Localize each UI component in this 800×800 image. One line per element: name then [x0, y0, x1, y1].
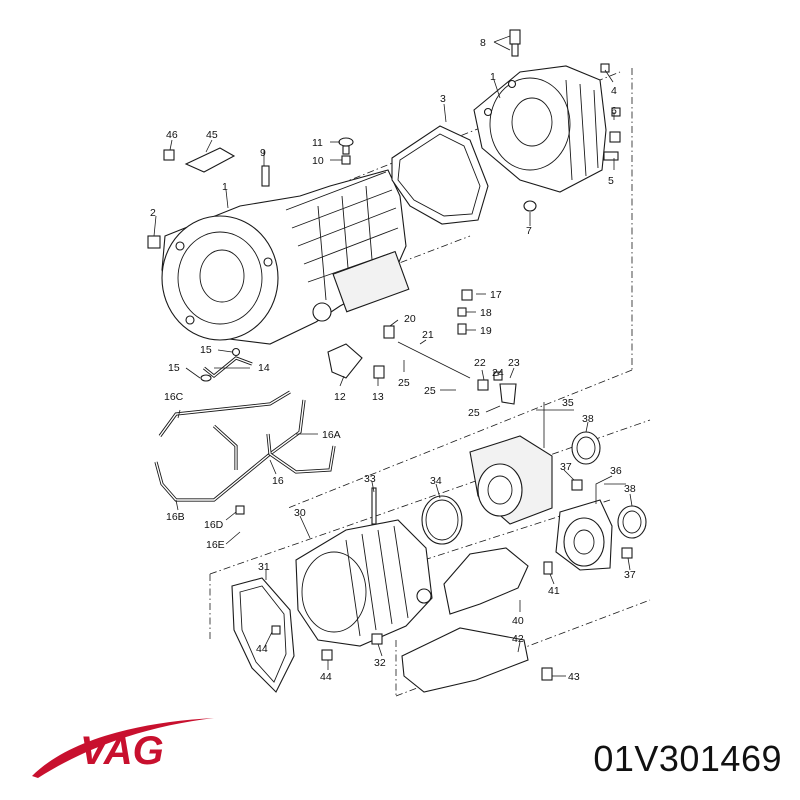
- callout-12: 12: [334, 391, 346, 403]
- rear-housing: [473, 65, 607, 193]
- exploded-parts-diagram: 8 1 4 3 6 5 7 46 45 9 11 10 1 2 15 15 14…: [147, 29, 651, 697]
- callout-37-upper: 37: [560, 461, 572, 473]
- callout-15-upper: 15: [200, 344, 212, 356]
- callout-5: 5: [608, 175, 614, 187]
- callout-6: 6: [611, 105, 617, 117]
- callout-25-c: 25: [468, 407, 480, 419]
- callout-18: 18: [480, 307, 492, 319]
- flange-housing-36: [555, 499, 613, 571]
- gasket-3: [391, 125, 489, 225]
- logo-wordmark: VAG: [80, 729, 164, 773]
- part-number: 01V301469: [593, 738, 782, 779]
- callout-4: 4: [611, 85, 617, 97]
- cooler-pipes: [154, 356, 336, 502]
- callout-1-rear: 1: [490, 71, 496, 83]
- leader-lines: [153, 35, 633, 677]
- callout-46: 46: [166, 129, 178, 141]
- callout-7: 7: [526, 225, 532, 237]
- callout-16a: 16A: [322, 429, 341, 441]
- callout-11: 11: [312, 137, 323, 149]
- callout-25-a: 25: [398, 377, 410, 389]
- callout-30: 30: [294, 507, 306, 519]
- callout-44-bottom: 44: [320, 671, 332, 683]
- callout-19: 19: [480, 325, 492, 337]
- callout-38-upper: 38: [582, 413, 594, 425]
- callout-3: 3: [440, 93, 446, 105]
- callout-34: 34: [430, 475, 442, 487]
- callout-37-lower: 37: [624, 569, 636, 581]
- callout-21: 21: [422, 329, 434, 341]
- callout-43: 43: [568, 671, 580, 683]
- flange-housing-35: [469, 435, 553, 525]
- callout-25-b: 25: [424, 385, 436, 397]
- callout-17: 17: [490, 289, 502, 301]
- small-hardware: [147, 29, 633, 681]
- callout-36: 36: [610, 465, 622, 477]
- callout-16b: 16B: [166, 511, 185, 523]
- callout-22: 22: [474, 357, 486, 369]
- vag-logo: VAG: [32, 718, 214, 778]
- callout-24: 24: [492, 367, 504, 379]
- o-ring-34: [421, 495, 463, 545]
- callout-labels: 8 1 4 3 6 5 7 46 45 9 11 10 1 2 15 15 14…: [150, 37, 636, 683]
- callout-33: 33: [364, 473, 376, 485]
- heat-shield-42: [401, 627, 529, 693]
- callout-15-lower: 15: [168, 362, 180, 374]
- callout-42: 42: [512, 633, 524, 645]
- callout-13: 13: [372, 391, 384, 403]
- callout-38-lower: 38: [624, 483, 636, 495]
- callout-8: 8: [480, 37, 486, 49]
- callout-40: 40: [512, 615, 524, 627]
- callout-32: 32: [374, 657, 386, 669]
- callout-10: 10: [312, 155, 324, 167]
- callout-45: 45: [206, 129, 218, 141]
- callout-23: 23: [508, 357, 520, 369]
- callout-44-left: 44: [256, 643, 268, 655]
- callout-9: 9: [260, 147, 266, 159]
- callout-2: 2: [150, 207, 156, 219]
- callout-41: 41: [548, 585, 560, 597]
- callout-35: 35: [562, 397, 574, 409]
- callout-16e: 16E: [206, 539, 225, 551]
- transmission-housing: [161, 169, 410, 345]
- callout-16: 16: [272, 475, 284, 487]
- callout-14: 14: [258, 362, 270, 374]
- callout-16d: 16D: [204, 519, 224, 531]
- callout-31: 31: [258, 561, 270, 573]
- callout-20: 20: [404, 313, 416, 325]
- transfer-case-housing: [295, 519, 433, 647]
- callout-1-main: 1: [222, 181, 228, 193]
- heat-shield-40: [443, 547, 529, 615]
- callout-16c: 16C: [164, 391, 184, 403]
